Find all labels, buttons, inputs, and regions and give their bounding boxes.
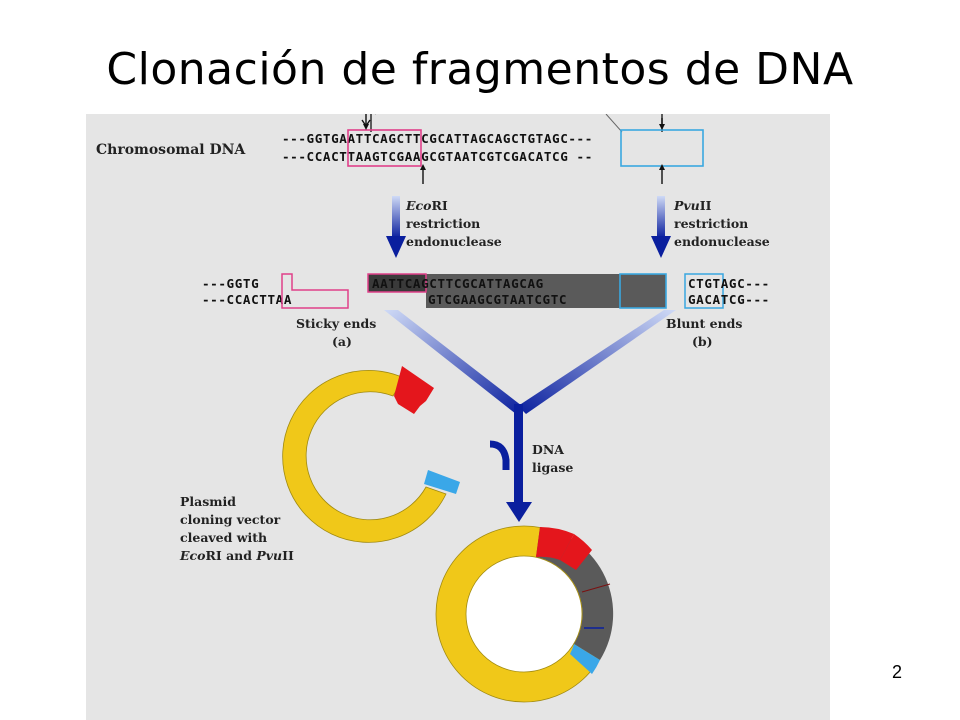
insert-fragment: [368, 274, 666, 308]
right-blunt-end-box: [684, 273, 724, 309]
chromosome-top-strand: ---GGTGAATTCAGCTTCGCATTAGCAGCTGTAGC---: [282, 131, 593, 146]
right-branch-arrow: [518, 310, 676, 414]
pvuii-cut-arrow: [651, 236, 671, 258]
insert-bottom-strand: GTCGAAGCGTAATCGTC: [428, 292, 567, 307]
left-branch-arrow: [384, 310, 522, 414]
page-number: 2: [891, 662, 902, 682]
ligase-label-line1: DNA: [532, 442, 564, 457]
chromosome-bottom-strand: ---CCACTTAAGTCGAAGCGTAATCGTCGACATCG --: [282, 149, 593, 164]
plasmid-label-line4: EcoRI and PvuII: [179, 548, 294, 563]
right-fragment-top: CTGTAGC---: [688, 276, 770, 291]
plasmid-sticky-end: [394, 366, 434, 414]
pvuii-site-box: [620, 129, 704, 167]
ecori-site-box: [347, 129, 422, 167]
ligase-arrow-head: [506, 502, 532, 522]
ecori-cut-arrow: [386, 236, 406, 258]
blunt-ends-sub: (b): [692, 334, 713, 349]
open-plasmid-vector: [282, 370, 447, 543]
sticky-ends-label: Sticky ends: [296, 316, 376, 331]
cloning-diagram: Chromosomal DNA ---GGTGAATTCAGCTTCGCATTA…: [86, 114, 830, 720]
ecori-label-line2: restriction: [406, 216, 480, 231]
right-fragment-bottom: GACATCG---: [688, 292, 770, 307]
plasmid-label-line1: Plasmid: [180, 494, 236, 509]
ligase-label-line2: ligase: [532, 460, 573, 475]
sticky-ends-sub: (a): [332, 334, 352, 349]
ecori-enzyme-name: EcoRI: [405, 198, 448, 213]
left-fragment-bottom: ---CCACTTAA: [202, 292, 292, 307]
pvuii-label-line2: restriction: [674, 216, 748, 231]
chromosomal-dna-label: Chromosomal DNA: [96, 142, 246, 158]
blunt-ends-label: Blunt ends: [666, 316, 742, 331]
slide-title: Clonación de fragmentos de DNA: [106, 44, 854, 95]
plasmid-label-line2: cloning vector: [180, 512, 281, 527]
pvuii-label-line3: endonuclease: [674, 234, 770, 249]
left-fragment-top: ---GGTG: [202, 276, 259, 291]
plasmid-blunt-end: [424, 470, 460, 494]
plasmid-label-line3: cleaved with: [180, 530, 267, 545]
insert-top-strand: AATTCAGCTTCGCATTAGCAG: [372, 276, 544, 291]
recombinant-plasmid: [435, 525, 614, 703]
pvuii-enzyme-name: PvuII: [673, 198, 712, 213]
ligase-stem: [514, 404, 523, 504]
left-sticky-end-box: [281, 273, 349, 309]
ecori-label-line3: endonuclease: [406, 234, 502, 249]
ligase-curl-arrow: [489, 440, 510, 470]
